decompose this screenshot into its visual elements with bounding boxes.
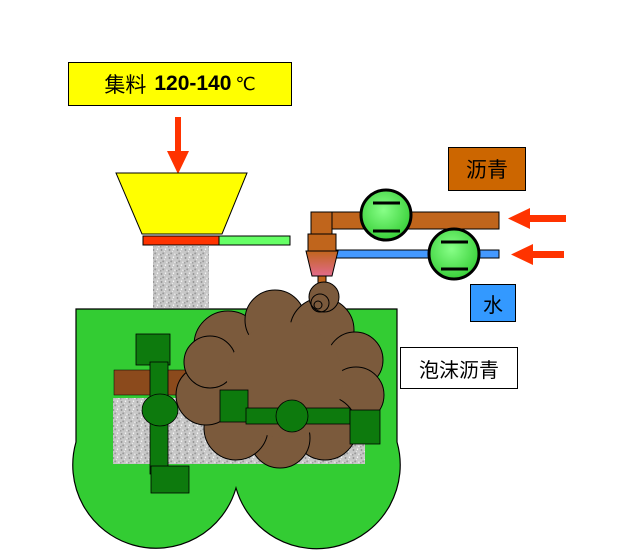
foamed-bitumen-label: 泡沫沥青 [400, 347, 518, 389]
feed-gate-green [218, 235, 291, 246]
bitumen-label: 沥青 [448, 147, 526, 191]
foaming-nozzle [305, 233, 339, 289]
water-label: 水 [470, 284, 516, 322]
aggregate-arrow-icon [167, 117, 189, 174]
water-pump-icon [427, 227, 481, 281]
aggregate-label: 集料 120-140 ℃ [68, 62, 292, 106]
right-paddle [219, 389, 381, 445]
bitumen-pump-icon [359, 188, 413, 242]
aggregate-hopper [115, 172, 248, 235]
aggregate-text: 集料 [104, 73, 147, 97]
left-paddle [135, 333, 190, 494]
aggregate-column [153, 246, 209, 308]
water-arrow-icon [511, 244, 564, 265]
aggregate-temperature: 120-140 [154, 72, 232, 95]
aggregate-temperature-unit: ℃ [235, 73, 256, 95]
bitumen-arrow-icon [508, 208, 566, 229]
spray-spiral-icon [308, 281, 340, 313]
feed-gate-red [142, 235, 220, 246]
